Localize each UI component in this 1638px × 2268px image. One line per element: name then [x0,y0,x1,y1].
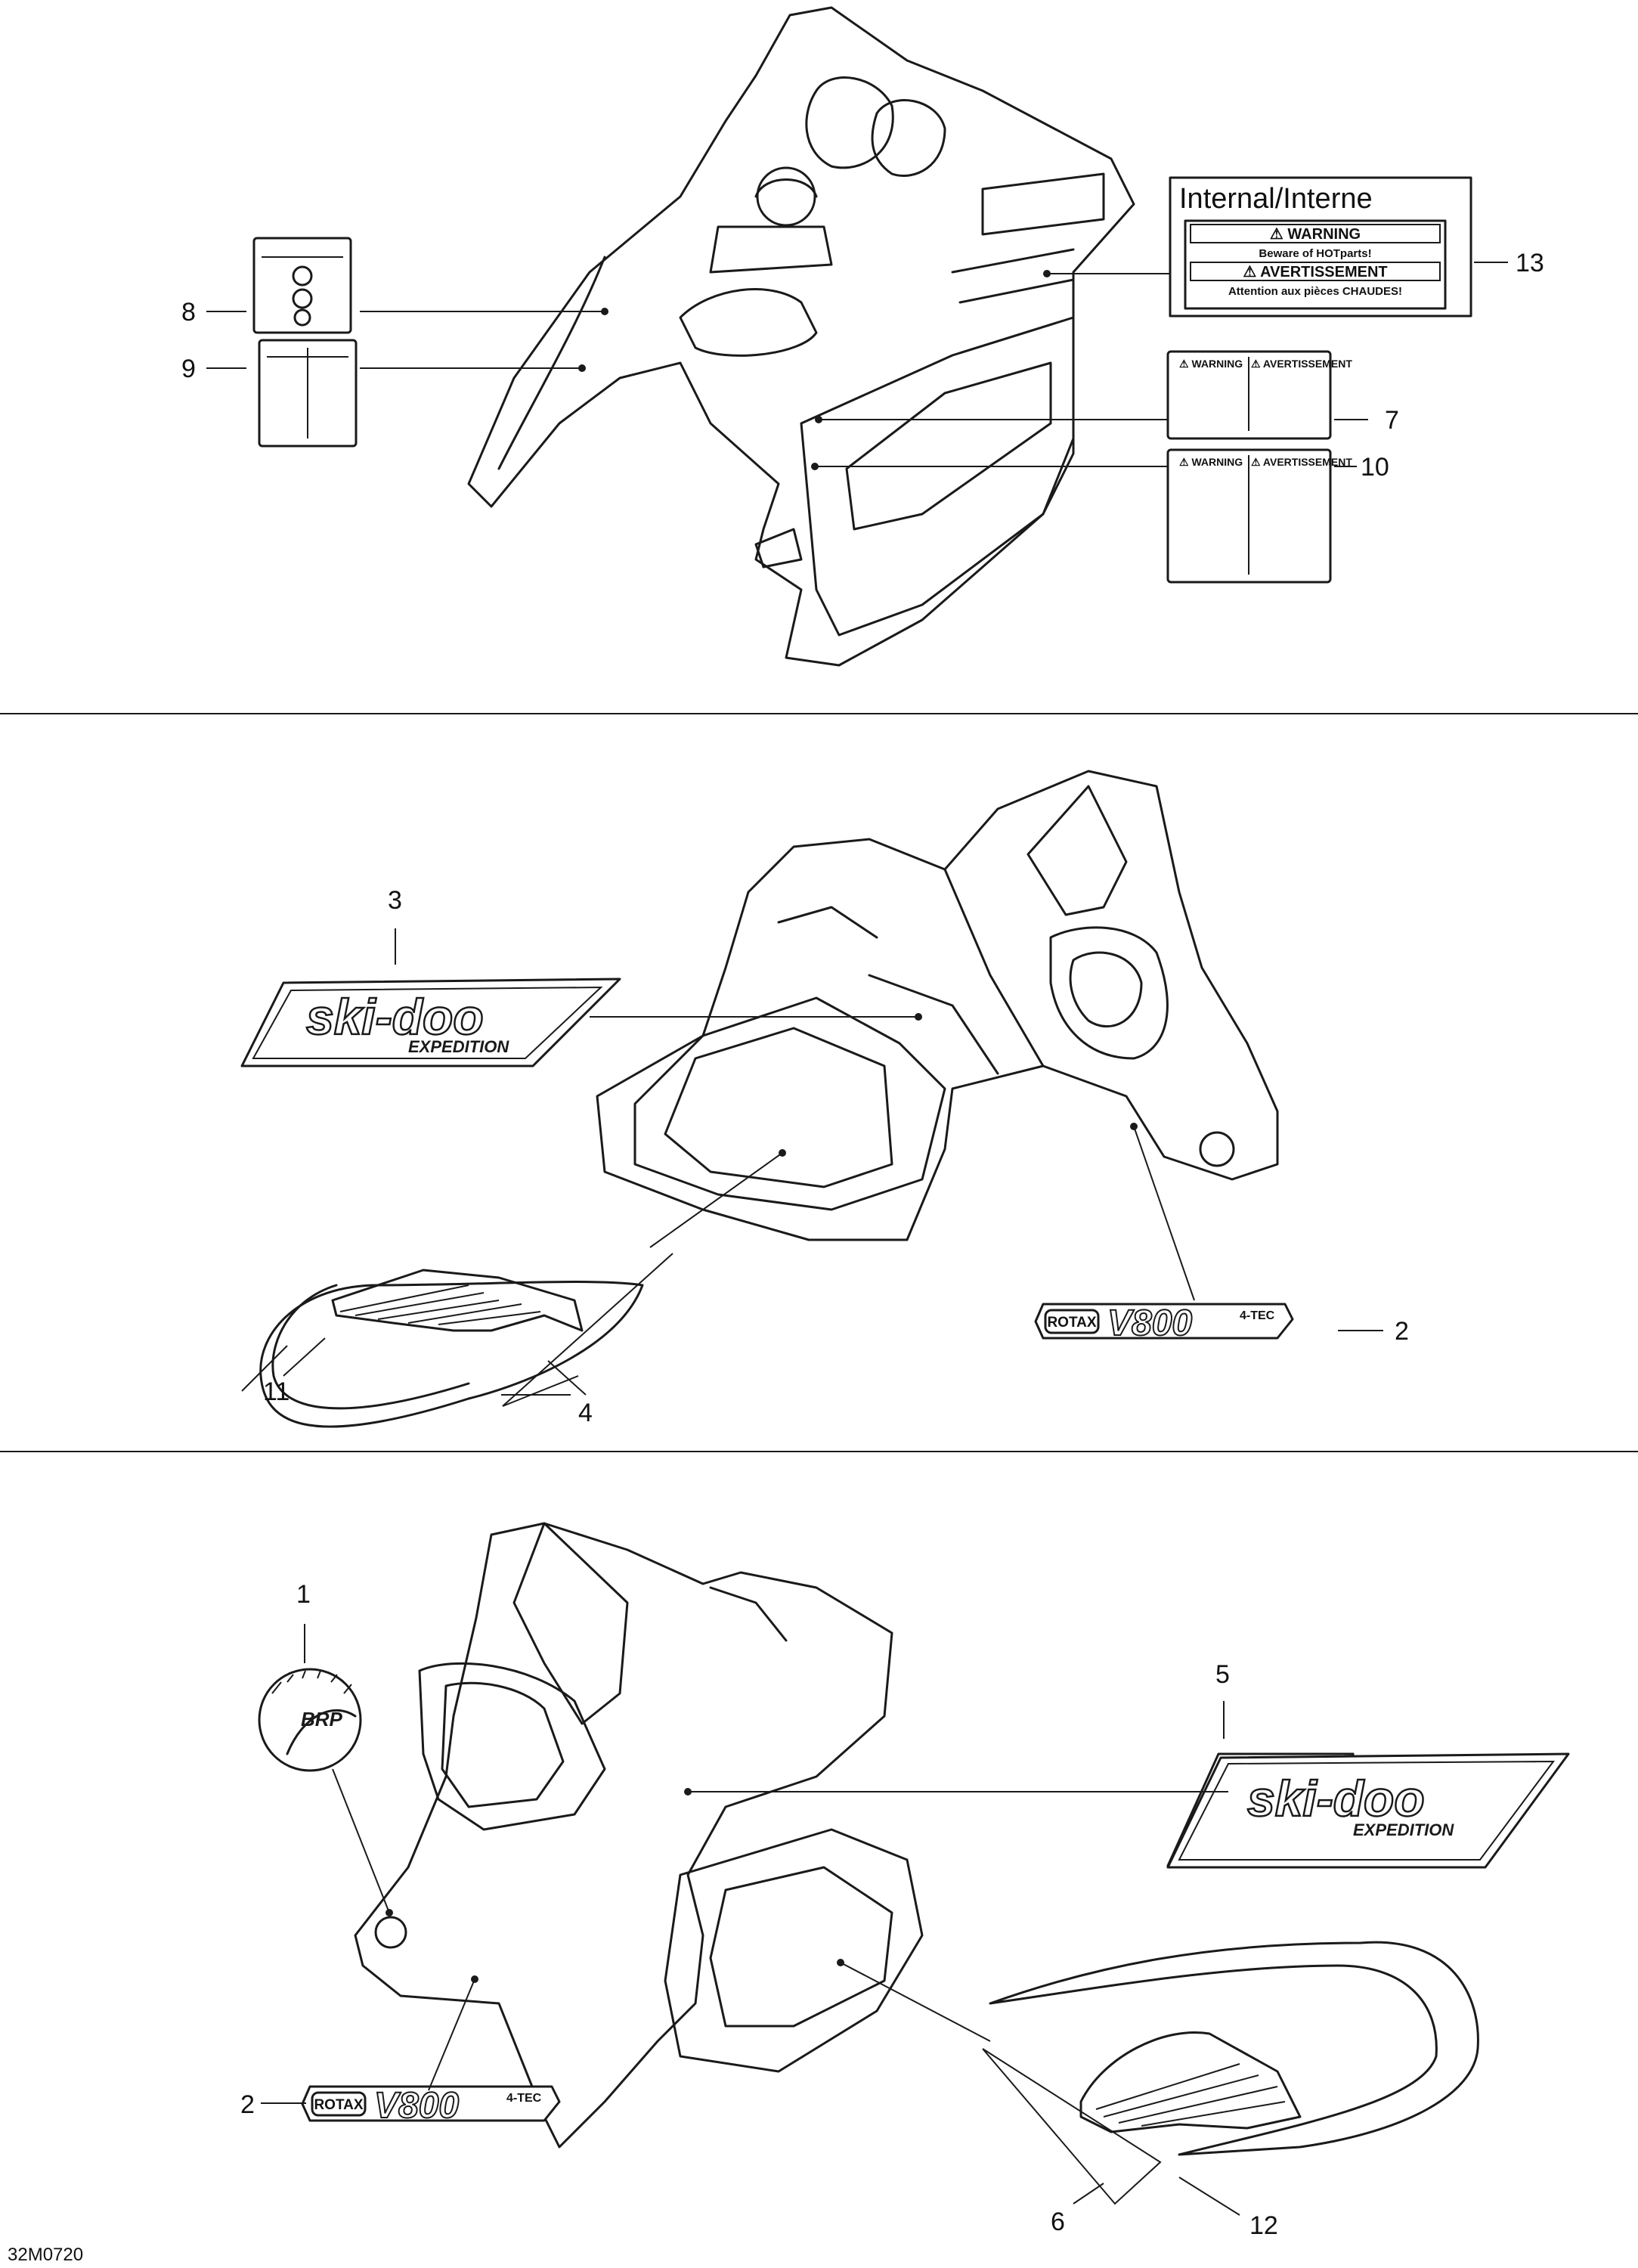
label-10: ⚠ WARNING ⚠ AVERTISSEMENT [1166,448,1352,584]
rotax-prefix-2b: ROTAX [314,2097,363,2113]
skidoo-brand-3: ski-doo [306,989,484,1045]
rotax-prefix-2a: ROTAX [1047,1315,1096,1331]
brp-logo-1: BRP [301,1708,343,1730]
rotax-engine-2b: V800 [374,2086,459,2126]
callout-5: 5 [1215,1660,1230,1689]
rotax-suffix-2b: 4-TEC [506,2092,542,2105]
rotax-suffix-2a: 4-TEC [1240,1309,1275,1322]
skidoo-model-5: EXPEDITION [1353,1820,1454,1839]
callout-13: 13 [1516,249,1544,277]
label-7: ⚠ WARNING ⚠ AVERTISSEMENT [1166,350,1352,440]
label-8 [252,237,352,334]
internal-warning: ⚠ WARNING [1270,226,1361,243]
callout-6: 6 [1051,2208,1065,2236]
hood-side-view-right [596,770,1279,1241]
label-7-warning: ⚠ WARNING [1179,358,1243,370]
label-9 [258,339,358,448]
callout-9: 9 [181,355,196,383]
rotax-decal-2b: ROTAX V800 4-TEC [301,2085,561,2127]
label-10-avertissement: ⚠ AVERTISSEMENT [1251,456,1352,468]
hood-side-view-left [354,1522,924,2149]
internal-avertissement-text: Attention aux pièces CHAUDES! [1228,285,1402,298]
side-decal-11-4 [259,1269,644,1428]
label-10-warning: ⚠ WARNING [1179,456,1243,468]
callout-8: 8 [181,298,196,327]
skidoo-brand-5: ski-doo [1247,1771,1425,1826]
label-7-avertissement: ⚠ AVERTISSEMENT [1251,358,1352,370]
skidoo-model-3: EXPEDITION [408,1037,509,1056]
callout-2b: 2 [240,2090,255,2119]
callout-1: 1 [296,1580,311,1609]
callout-10: 10 [1361,453,1389,482]
internal-warning-text: Beware of HOTparts! [1259,247,1371,260]
drawing-id: 32M0720 [8,2245,83,2265]
skidoo-decal-5: ski-doo EXPEDITION [1166,1752,1570,1869]
hood-top-view [467,6,1135,667]
callout-4: 4 [578,1399,593,1427]
internal-label-box: Internal/Interne ⚠ WARNING Beware of HOT… [1169,176,1472,318]
internal-avertissement: ⚠ AVERTISSEMENT [1243,264,1387,280]
rotax-decal-2a: ROTAX V800 4-TEC [1034,1303,1294,1344]
internal-title: Internal/Interne [1179,183,1373,215]
rotax-engine-2a: V800 [1107,1303,1192,1343]
skidoo-decal-3: ski-doo EXPEDITION [240,978,621,1067]
callout-3: 3 [388,886,402,915]
brp-badge-1: BRP [258,1668,362,1772]
callout-12: 12 [1249,2211,1278,2240]
callout-2a: 2 [1395,1317,1409,1346]
callout-11: 11 [263,1377,290,1406]
side-decal-12-6 [989,1941,1479,2156]
callout-7: 7 [1385,406,1399,435]
